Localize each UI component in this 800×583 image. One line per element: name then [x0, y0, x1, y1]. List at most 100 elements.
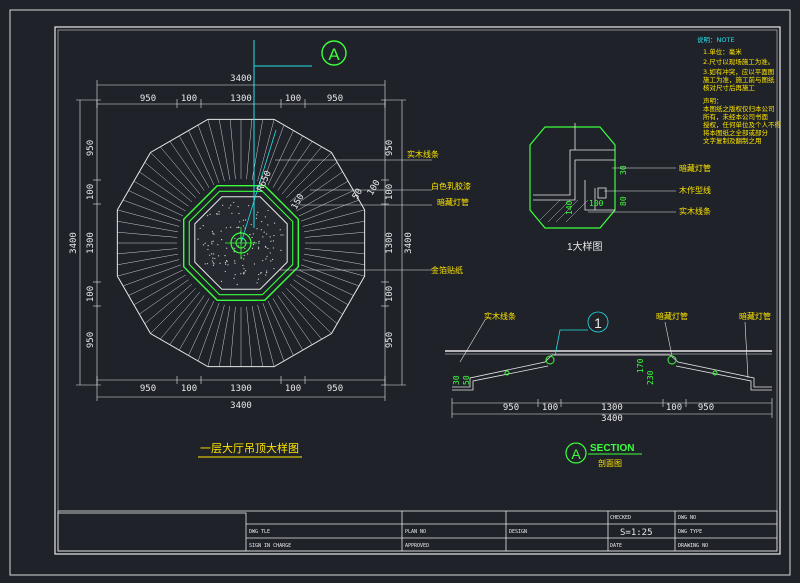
radial-rib — [160, 146, 201, 195]
foil-speck — [224, 261, 226, 264]
foil-speck — [273, 234, 275, 237]
radial-rib — [296, 180, 349, 212]
radial-rib — [246, 119, 253, 180]
dim-top-4: 100 — [285, 94, 301, 104]
dim-left-total: 3400 — [69, 232, 79, 254]
inner-frame — [54, 26, 781, 555]
radial-rib — [139, 171, 189, 207]
foil-speck — [207, 245, 209, 247]
note-line-11: 文字复制及翻制之用 — [703, 136, 762, 145]
radial-rib — [303, 253, 365, 266]
foil-speck — [252, 233, 254, 235]
radial-rib — [257, 119, 275, 182]
plan-label-gold-foil: 金箔贴纸 — [431, 265, 463, 275]
foil-speck — [261, 221, 263, 223]
foil-speck — [257, 211, 259, 213]
radial-rib — [267, 130, 294, 186]
tb-plan-no: PLAN NO — [405, 529, 426, 535]
foil-speck — [258, 242, 260, 244]
inner-frame-2 — [57, 29, 778, 552]
foil-speck — [272, 247, 274, 249]
foil-speck — [219, 262, 221, 264]
plan-label-latex-paint: 白色乳胶漆 — [431, 181, 471, 191]
radius-leader — [240, 129, 277, 244]
foil-speck — [217, 244, 219, 246]
foil-speck — [239, 221, 241, 223]
detail-dim-100: 100 — [589, 199, 604, 208]
radial-rib — [302, 209, 365, 227]
foil-speck — [211, 243, 213, 245]
foil-speck — [270, 240, 272, 242]
radial-rib — [289, 283, 338, 324]
foil-speck — [269, 252, 271, 254]
foil-speck — [266, 270, 268, 272]
foil-speck — [228, 207, 230, 209]
foil-speck — [244, 219, 247, 221]
foil-speck — [264, 245, 267, 247]
green-octagon-ring-inner — [188, 190, 294, 296]
radial-rib — [150, 152, 196, 198]
foil-speck — [226, 260, 228, 263]
radial-rib — [218, 305, 231, 367]
radial-rib — [298, 190, 354, 217]
note-line-6: 声明： — [703, 96, 723, 105]
foil-speck — [226, 247, 228, 249]
foil-speck — [280, 249, 282, 251]
radial-rib — [122, 264, 181, 287]
foil-speck — [267, 247, 269, 250]
foil-speck — [249, 234, 251, 236]
radial-rib — [304, 231, 365, 238]
dim-bottom-5: 950 — [327, 384, 343, 394]
radial-rib — [117, 231, 178, 238]
radial-rib — [296, 274, 349, 306]
foil-speck — [265, 272, 268, 274]
foil-speck — [218, 255, 220, 257]
foil-speck — [267, 224, 269, 226]
radial-rib — [286, 152, 332, 198]
radial-rib — [150, 288, 196, 334]
radial-rib — [277, 141, 313, 191]
foil-speck — [250, 223, 252, 226]
inner-dim-radius: R650 — [256, 169, 274, 193]
foil-speck — [279, 229, 281, 231]
radial-rib — [144, 162, 193, 203]
tb-dwg-no: DWG NO — [678, 515, 696, 521]
radial-rib — [303, 220, 365, 233]
section-title-marker — [565, 442, 587, 464]
radial-rib — [272, 135, 304, 188]
section-side-dim-170: 170 — [636, 358, 645, 373]
detail-dim-80: 80 — [619, 196, 628, 206]
radial-rib — [298, 269, 354, 296]
radial-rib — [117, 253, 179, 266]
foil-speck — [265, 246, 267, 248]
tb-design: DESIGN — [509, 529, 527, 535]
note-line-2: 2.尺寸以现场施工为准。 — [703, 57, 774, 66]
detail-1-leaders — [588, 167, 676, 213]
foil-speck — [263, 231, 265, 233]
section-marker-circle — [321, 40, 347, 66]
section-profile — [452, 354, 772, 391]
foil-speck — [243, 268, 245, 270]
radial-rib — [144, 283, 193, 324]
foil-speck — [242, 219, 244, 221]
note-line-9: 授权，任何单位及个人不得 — [703, 120, 782, 129]
radial-rib — [139, 279, 189, 315]
foil-speck — [243, 258, 245, 260]
foil-speck — [233, 277, 235, 279]
foil-speck — [273, 267, 275, 270]
foil-speck — [234, 274, 236, 276]
foil-speck — [234, 262, 236, 264]
section-dim-4: 100 — [666, 403, 682, 413]
plan-leaders — [275, 159, 432, 271]
foil-speck — [256, 282, 258, 284]
radial-rib — [301, 199, 360, 222]
dim-left-3: 1300 — [86, 232, 96, 254]
dim-bottom-1: 950 — [140, 384, 156, 394]
foil-speck — [282, 234, 284, 236]
note-line-4: 施工为准，施工前与图纸 — [703, 75, 775, 84]
foil-speck — [242, 225, 245, 227]
tb-scale: S=1:25 — [620, 528, 653, 538]
tb-dwg-title: DWG TLE — [249, 529, 270, 535]
foil-speck — [209, 213, 211, 215]
